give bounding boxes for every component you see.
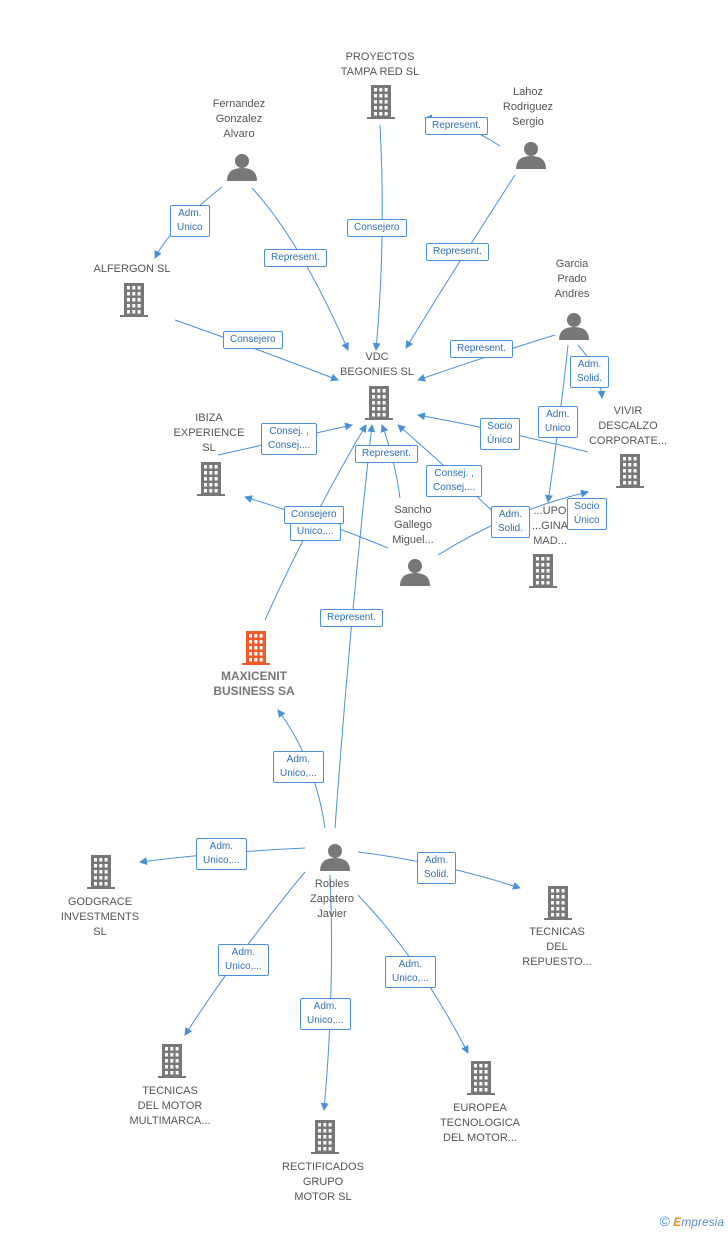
edge-label: Represent. — [426, 243, 489, 261]
edge-label: Adm. Unico,... — [385, 956, 436, 988]
brand-footer: © Empresia — [660, 1213, 724, 1229]
building-icon — [365, 386, 393, 420]
person-icon — [516, 142, 546, 169]
edge-label: Adm. Solid. — [417, 852, 457, 884]
building-icon — [467, 1061, 495, 1095]
node-label-ibiza: IBIZA EXPERIENCE SL — [173, 412, 245, 454]
edge-robles-rectif — [320, 874, 333, 1111]
edge-label: Consejero — [347, 219, 407, 237]
edge-label: Socio Único — [480, 418, 520, 450]
node-label-fernandez: Fernandez Gonzalez Alvaro — [212, 98, 266, 140]
edge-label: Represent. — [355, 445, 418, 463]
node-label-proyectos: PROYECTOS TAMPA RED SL — [340, 51, 420, 78]
node-label-garcia: Garcia Prado Andres — [554, 258, 590, 300]
edge-alfergon-vdc — [174, 319, 339, 382]
building-icon — [120, 283, 148, 317]
edge-label: Represent. — [425, 117, 488, 135]
edge-label: Socio Único — [567, 498, 607, 530]
node-label-alfergon: ALFERGON SL — [93, 263, 171, 275]
edge-label: Consejero — [223, 331, 283, 349]
edge-label: Adm. Unico — [538, 406, 578, 438]
node-label-rectif: RECTIFICADOS GRUPO MOTOR SL — [282, 1161, 364, 1203]
edge-label: Consej. , Consej.... — [261, 423, 318, 455]
node-label-tecrep: TECNICAS DEL REPUESTO... — [522, 926, 592, 968]
edge-proyectos-vdc — [372, 124, 383, 351]
node-label-grupo: ...UPO ...GINA MAD... — [531, 505, 569, 547]
building-icon — [311, 1120, 339, 1154]
building-icon — [158, 1044, 186, 1078]
building-icon — [367, 85, 395, 119]
node-icons — [87, 85, 644, 1154]
edge-label: Represent. — [450, 340, 513, 358]
edge-label: Represent. — [320, 609, 383, 627]
person-icon — [227, 154, 257, 181]
building-icon — [616, 454, 644, 488]
edge-label: Adm. Solid. — [570, 356, 610, 388]
edge-lahoz-vdc — [405, 174, 516, 349]
building-icon — [529, 554, 557, 588]
edge-label: Represent. — [264, 249, 327, 267]
edge-label: Adm. Unico,... — [300, 998, 351, 1030]
node-label-tecmotor: TECNICAS DEL MOTOR MULTIMARCA... — [129, 1085, 211, 1127]
building-icon — [242, 631, 270, 665]
edge-label: Adm. Unico,... — [196, 838, 247, 870]
node-label-robles: Robles Zapatero Javier — [309, 878, 355, 920]
node-label-vdc: VDC BEGONIES SL — [340, 351, 414, 378]
edge-label: Consejero — [284, 506, 344, 524]
node-label-godgrace: GODGRACE INVESTMENTS SL — [60, 896, 140, 938]
brand-name: mpresia — [681, 1215, 724, 1229]
building-icon — [87, 855, 115, 889]
building-icon — [197, 462, 225, 496]
person-icon — [400, 559, 430, 586]
building-icon — [544, 886, 572, 920]
node-label-europea: EUROPEA TECNOLOGICA DEL MOTOR... — [439, 1102, 521, 1144]
node-label-maxicenit: MAXICENIT BUSINESS SA — [213, 669, 295, 698]
copyright-icon: © — [659, 1213, 670, 1229]
edge-fernandez-vdc — [251, 187, 349, 351]
edge-label: Consej. , Consej.... — [426, 465, 483, 497]
edge-label: Adm. Unico,... — [273, 751, 324, 783]
person-icon — [559, 313, 589, 340]
brand-logo: E — [673, 1215, 682, 1229]
person-icon — [320, 844, 350, 871]
edge-label: Unico,... — [290, 523, 341, 541]
edge-label: Adm. Unico,... — [218, 944, 269, 976]
edge-label: Adm. Unico — [170, 205, 210, 237]
node-label-vivir: VIVIR DESCALZO CORPORATE... — [588, 405, 668, 447]
edge-label: Adm. Solid. — [491, 506, 531, 538]
node-label-lahoz: Lahoz Rodriguez Sergio — [502, 86, 554, 128]
node-label-sancho: Sancho Gallego Miguel... — [392, 504, 434, 546]
